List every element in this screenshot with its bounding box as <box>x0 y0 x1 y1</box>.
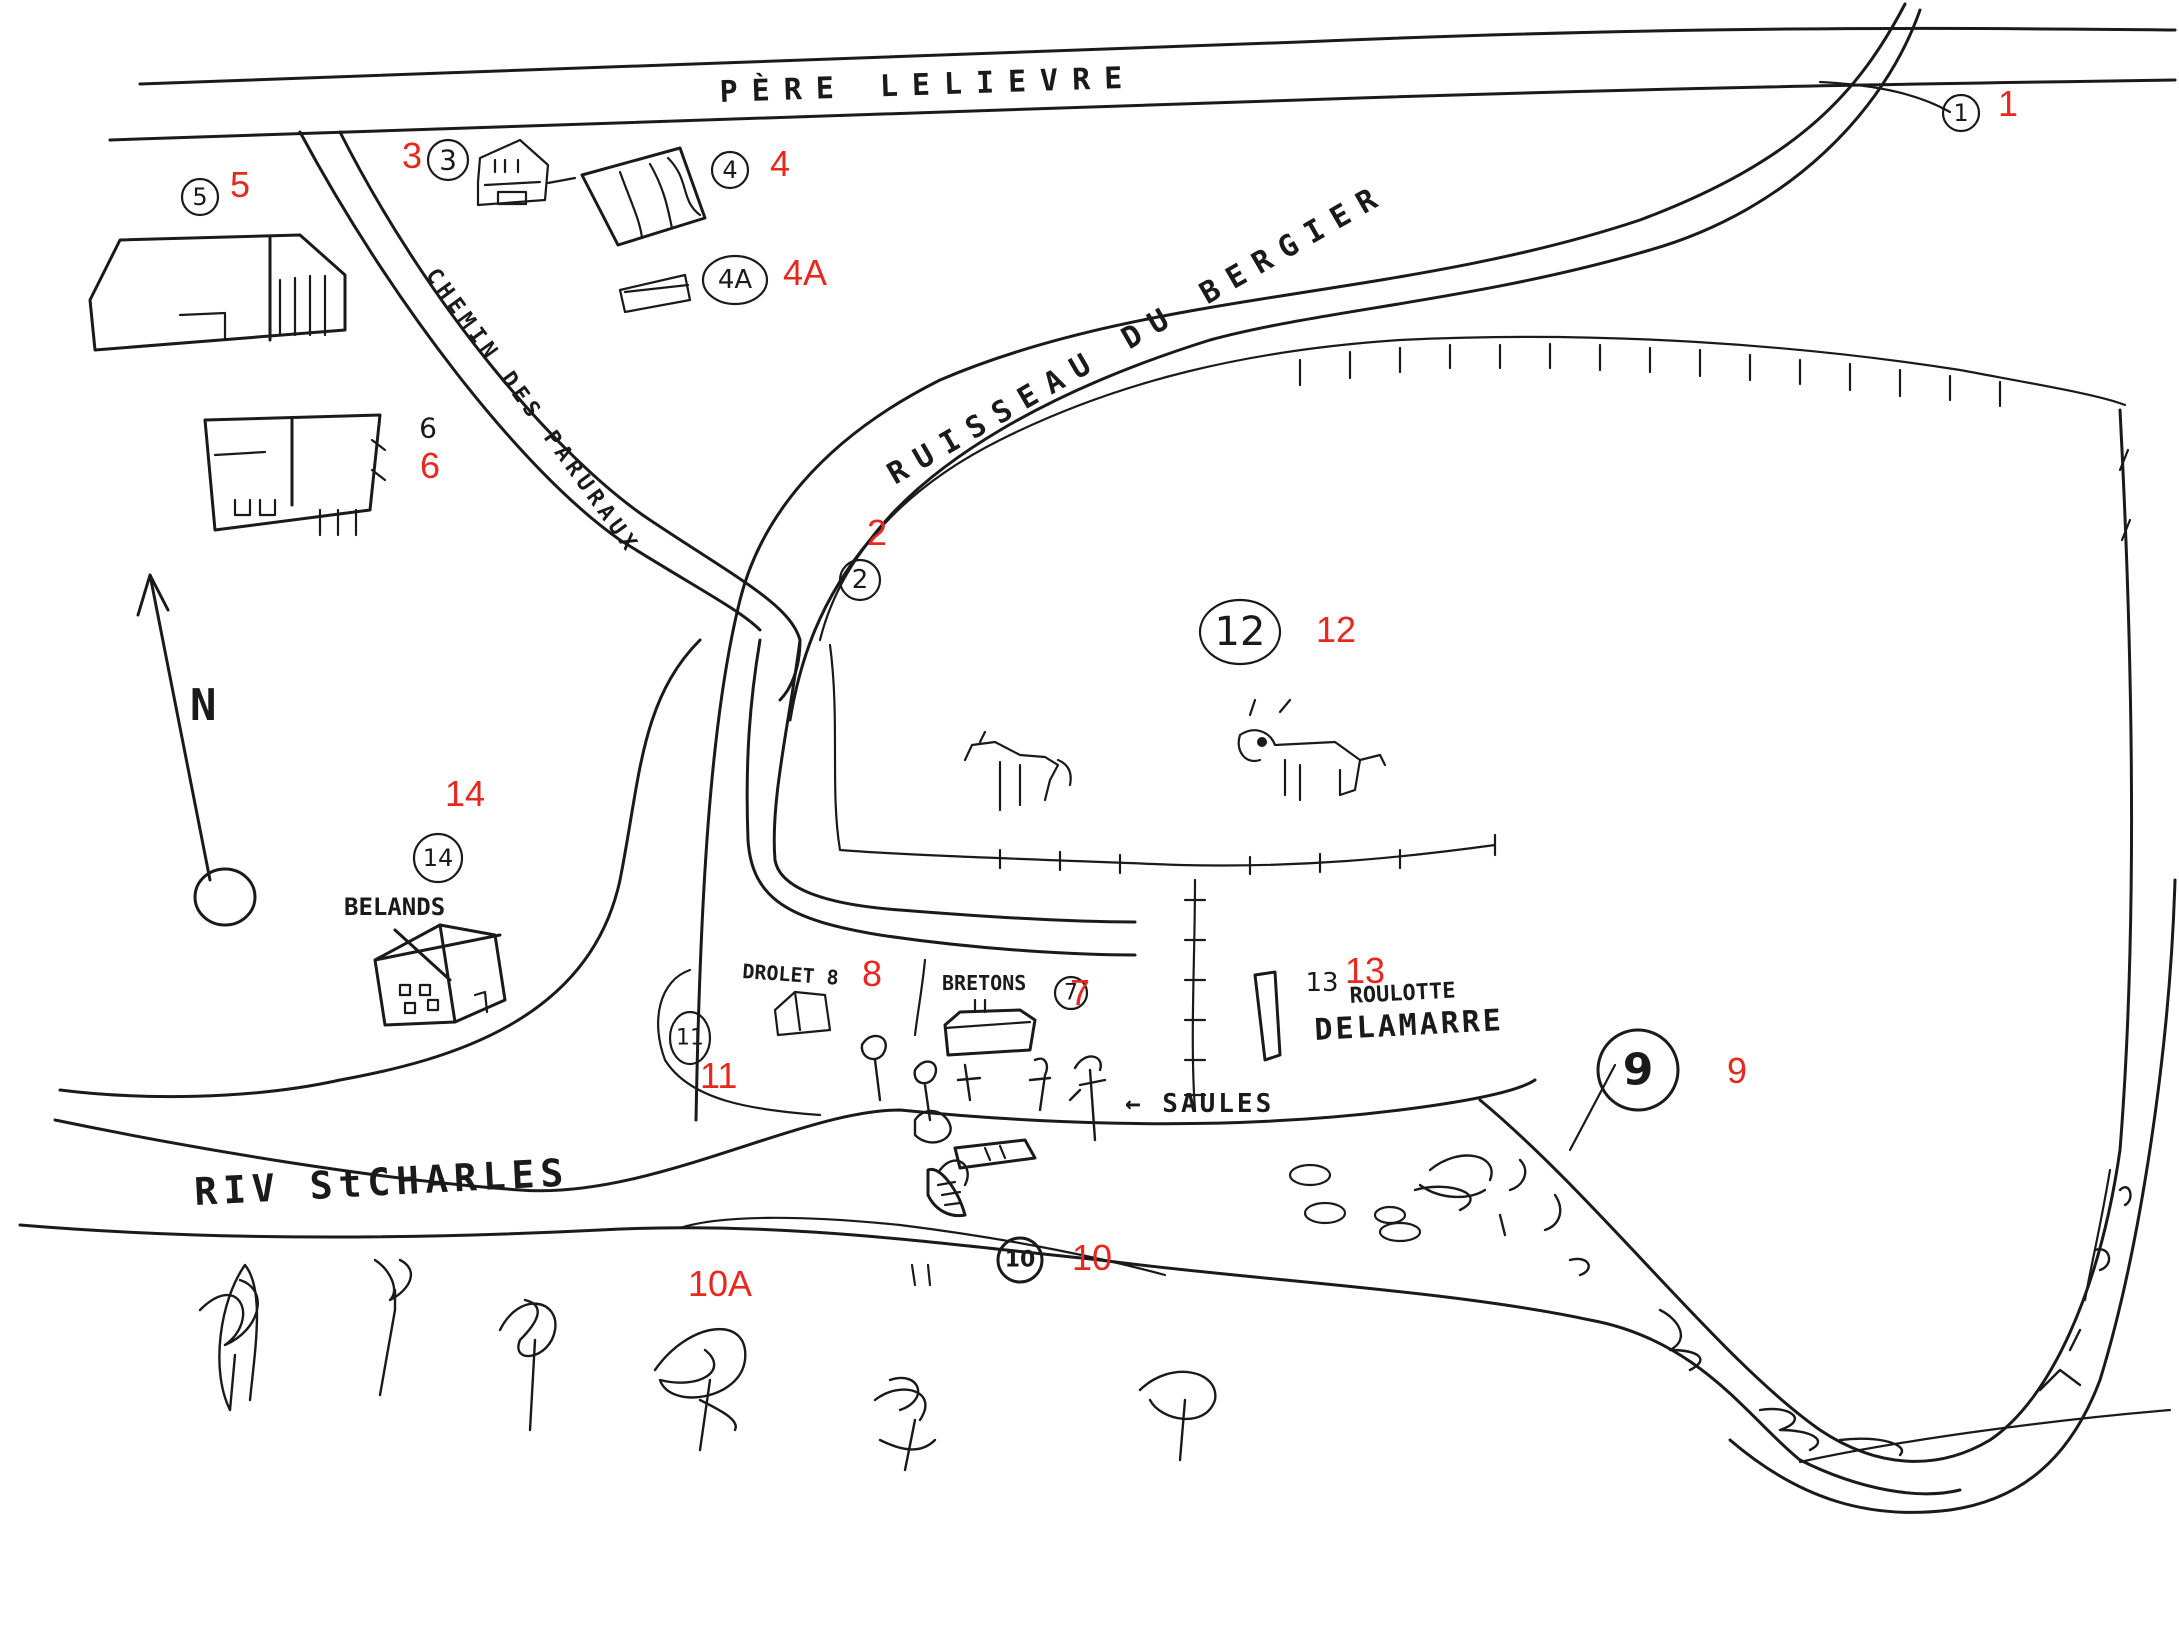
circle-marker-2: 2 <box>838 558 882 602</box>
cow-drawing <box>1237 698 1387 802</box>
red-label-6: 6 <box>420 445 440 486</box>
circle-marker-9: 9 <box>1596 1028 1680 1112</box>
trees-south <box>198 1258 1217 1472</box>
house-bretons <box>913 958 1037 1057</box>
top-road-label: PÈRE LELIEVRE <box>719 59 1137 110</box>
field-4 <box>580 146 707 247</box>
red-label-13: 13 <box>1345 950 1385 991</box>
top-road: PÈRE LELIEVRE <box>108 26 2177 142</box>
boats <box>926 1138 1037 1218</box>
red-label-7: 7 <box>1070 972 1090 1013</box>
label-roulotte-line2: DELAMARRE <box>1314 1003 1505 1048</box>
shed-4a <box>618 273 692 314</box>
building-6 <box>203 413 387 537</box>
marker-1-leader <box>1818 80 1952 114</box>
circled-markers: 1 2 3 4 4A 5 6 7 9 <box>180 93 1981 1284</box>
svg-text:5: 5 <box>192 183 207 211</box>
svg-text:10: 10 <box>1005 1248 1036 1273</box>
river: RIV StCHARLES <box>18 1078 2172 1496</box>
circle-marker-3: 3 <box>426 138 470 182</box>
trailer-13 <box>1253 970 1282 1062</box>
pasture-fence <box>818 335 2132 1112</box>
red-label-3: 3 <box>402 135 422 176</box>
circle-marker-4: 4 <box>710 150 750 190</box>
svg-text:12: 12 <box>1215 609 1266 655</box>
circle-marker-10: 10 <box>996 1236 1044 1284</box>
red-label-1: 1 <box>1998 83 2018 124</box>
red-label-8: 8 <box>862 953 882 994</box>
label-roulotte-line1: ROULOTTE <box>1349 978 1456 1009</box>
svg-text:4A: 4A <box>718 265 753 295</box>
north-arrow: N <box>136 573 257 927</box>
side-road-label: CHEMIN DES PARURAUX <box>420 264 644 559</box>
red-annotations: 1 2 3 4 4A 5 6 7 8 9 10 10A 11 12 13 14 <box>230 83 2018 1304</box>
red-label-10: 10 <box>1072 1237 1112 1278</box>
svg-text:6: 6 <box>419 412 437 445</box>
red-label-14: 14 <box>445 773 485 814</box>
label-bretons: BRETONS <box>942 971 1026 995</box>
north-label: N <box>190 680 217 731</box>
red-label-10a: 10A <box>688 1263 752 1304</box>
circle-marker-12: 12 <box>1198 598 1282 666</box>
svg-text:9: 9 <box>1623 1045 1654 1096</box>
circle-marker-1: 1 <box>1941 93 1981 133</box>
circle-marker-11: 11 <box>657 968 822 1117</box>
red-label-12: 12 <box>1316 609 1356 650</box>
svg-text:11: 11 <box>676 1026 704 1051</box>
east-road <box>1478 408 2177 1514</box>
river-label: RIV StCHARLES <box>193 1150 570 1214</box>
marker-9-leader <box>1568 1063 1617 1152</box>
barn-5 <box>88 233 347 352</box>
svg-text:4: 4 <box>722 156 737 184</box>
red-label-4: 4 <box>770 143 790 184</box>
circle-marker-7: 7 <box>1053 975 1089 1011</box>
red-label-9: 9 <box>1727 1050 1747 1091</box>
horse-drawing <box>963 730 1072 812</box>
svg-text:7: 7 <box>1064 981 1078 1006</box>
marker-13-plain: 13 <box>1305 968 1338 998</box>
label-drolet: DROLET 8 <box>742 959 840 990</box>
red-label-4a: 4A <box>783 252 827 293</box>
marker-6-plain: 6 <box>419 412 437 445</box>
circle-marker-4a: 4A <box>701 254 769 306</box>
inner-lane <box>745 638 1137 957</box>
house-3 <box>476 138 577 207</box>
circle-marker-5: 5 <box>180 177 220 217</box>
house-belands <box>373 923 507 1027</box>
svg-text:14: 14 <box>423 844 454 872</box>
place-labels: BELANDS DROLET 8 BRETONS ROULOTTE DELAMA… <box>344 893 1505 1119</box>
willows <box>860 1034 1107 1187</box>
svg-text:13: 13 <box>1305 968 1338 998</box>
svg-text:2: 2 <box>852 565 869 595</box>
label-saules: ← SAULES <box>1125 1089 1274 1119</box>
creek-label: RUISSEAU DU BERGIER <box>882 176 1394 492</box>
house-drolet <box>773 990 832 1037</box>
red-label-5: 5 <box>230 164 250 205</box>
river-stones <box>1288 1154 2132 1457</box>
red-label-2: 2 <box>867 512 887 553</box>
west-road-edge <box>58 638 702 1099</box>
red-label-11: 11 <box>700 1055 737 1096</box>
circle-marker-14: 14 <box>412 832 464 884</box>
label-belands: BELANDS <box>344 893 445 921</box>
svg-text:1: 1 <box>1953 99 1968 127</box>
svg-text:3: 3 <box>439 144 457 177</box>
